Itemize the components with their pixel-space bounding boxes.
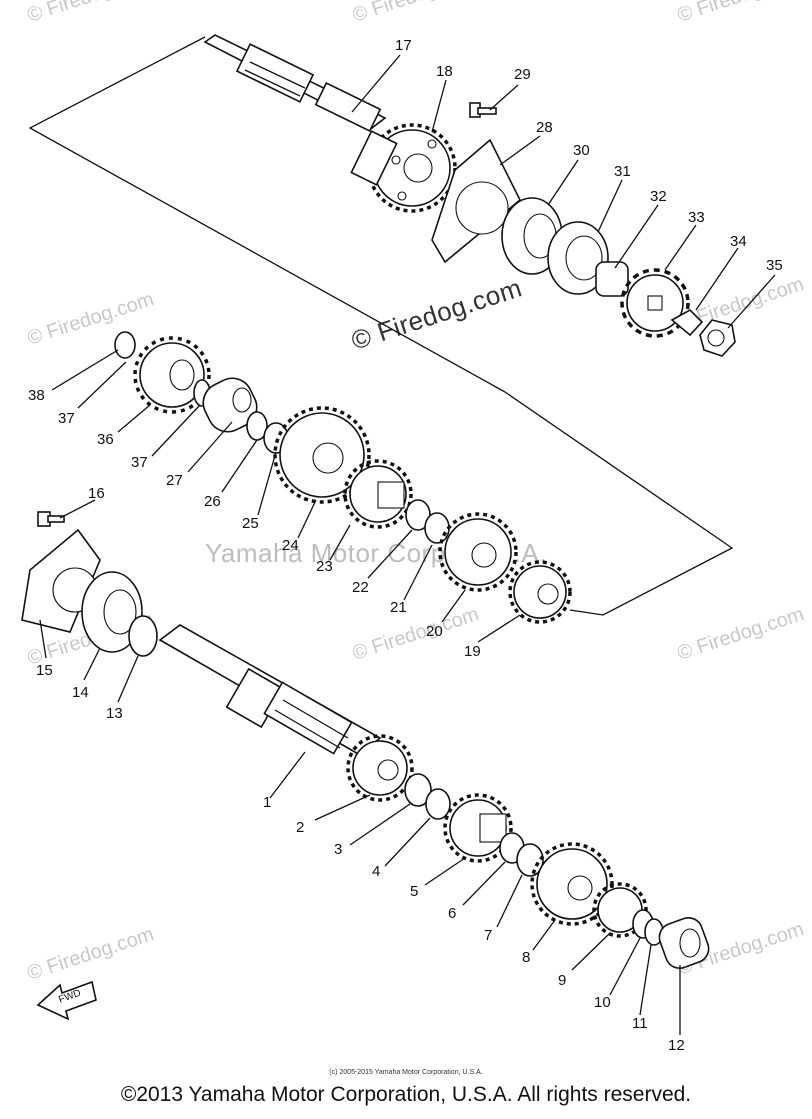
part-label: 17 xyxy=(395,37,412,54)
washer-13 xyxy=(128,615,158,657)
part-label: 37 xyxy=(131,454,148,471)
nut-35 xyxy=(699,319,736,357)
bearing-14 xyxy=(81,571,143,653)
part-label: 35 xyxy=(766,257,783,274)
part-label: 16 xyxy=(88,485,105,502)
part-label: 6 xyxy=(448,905,456,922)
circlip-38 xyxy=(114,331,136,359)
part-label: 2 xyxy=(296,819,304,836)
washer-7 xyxy=(516,843,544,877)
washer-3 xyxy=(404,773,432,807)
part-label: 10 xyxy=(594,994,611,1011)
part-label: 23 xyxy=(316,558,333,575)
screw-29 xyxy=(469,102,497,118)
gear-19 xyxy=(508,560,572,624)
part-label: 25 xyxy=(242,515,259,532)
gear-18-hub xyxy=(350,130,398,186)
part-label: 3 xyxy=(334,841,342,858)
part-label: 8 xyxy=(522,949,530,966)
lockwasher-34 xyxy=(670,309,704,337)
part-label: 12 xyxy=(668,1037,685,1054)
circlip-21 xyxy=(424,512,450,544)
part-label: 30 xyxy=(573,142,590,159)
bearing-30 xyxy=(501,197,563,275)
shaft-1 xyxy=(158,624,382,756)
part-label: 36 xyxy=(97,431,114,448)
part-label: 27 xyxy=(166,472,183,489)
part-label: 15 xyxy=(36,662,53,679)
part-label: 28 xyxy=(536,119,553,136)
part-label: 29 xyxy=(514,66,531,83)
circlip-4 xyxy=(425,788,451,820)
part-label: 9 xyxy=(558,972,566,989)
footer-copyright: ©2013 Yamaha Motor Corporation, U.S.A. A… xyxy=(120,1083,692,1106)
part-label: 13 xyxy=(106,705,123,722)
part-label: 5 xyxy=(410,883,418,900)
plate-28-hole xyxy=(455,181,509,235)
part-label: 33 xyxy=(688,209,705,226)
part-label: 32 xyxy=(650,188,667,205)
watermark-text: © Firedog.com xyxy=(350,603,482,665)
part-label: 14 xyxy=(72,684,89,701)
screw-16 xyxy=(37,511,65,527)
watermark-center: © Firedog.com xyxy=(348,272,526,355)
part-label: 34 xyxy=(730,233,747,250)
part-label: 24 xyxy=(282,537,299,554)
watermark-text: © Firedog.com xyxy=(25,923,157,985)
gear-2 xyxy=(346,734,414,802)
part-label: 19 xyxy=(464,643,481,660)
part-label: 21 xyxy=(390,599,407,616)
watermark-text: © Firedog.com xyxy=(350,0,482,27)
part-label: 37 xyxy=(58,410,75,427)
watermark-text: © Firedog.com xyxy=(25,0,157,27)
watermark-text: © Firedog.com xyxy=(675,603,807,665)
main-axle-17 xyxy=(203,34,387,133)
part-label: 18 xyxy=(436,63,453,80)
part-label: 22 xyxy=(352,579,369,596)
gear-20 xyxy=(438,512,518,592)
leader-lines xyxy=(39,54,776,1035)
fwd-arrow: FWD xyxy=(36,980,97,1021)
part-label: 26 xyxy=(204,493,221,510)
gear-36 xyxy=(133,336,211,414)
part-label: 4 xyxy=(372,863,380,880)
part-label: 7 xyxy=(484,927,492,944)
part-label: 1 xyxy=(263,794,271,811)
assembly-outline xyxy=(28,36,734,616)
gear-9 xyxy=(592,882,648,938)
footer-small-copyright: (c) 2005-2015 Yamaha Motor Corporation, … xyxy=(329,1069,483,1076)
seal-31 xyxy=(547,221,609,295)
collar-32 xyxy=(595,261,629,297)
part-label: 20 xyxy=(426,623,443,640)
gear-5 xyxy=(443,793,513,863)
part-labels: 17 18 29 28 30 31 32 33 34 35 38 37 36 3… xyxy=(28,37,783,1054)
bearing-27 xyxy=(202,377,258,433)
sprocket-33 xyxy=(620,268,690,338)
gear-23 xyxy=(343,459,413,529)
bearing-12 xyxy=(658,917,710,969)
watermark-text: © Firedog.com xyxy=(25,288,157,350)
watermark-text: © Firedog.com xyxy=(675,0,807,27)
part-label: 31 xyxy=(614,163,631,180)
part-label: 11 xyxy=(632,1015,648,1032)
gear-24 xyxy=(273,406,371,504)
part-label: 38 xyxy=(28,387,45,404)
